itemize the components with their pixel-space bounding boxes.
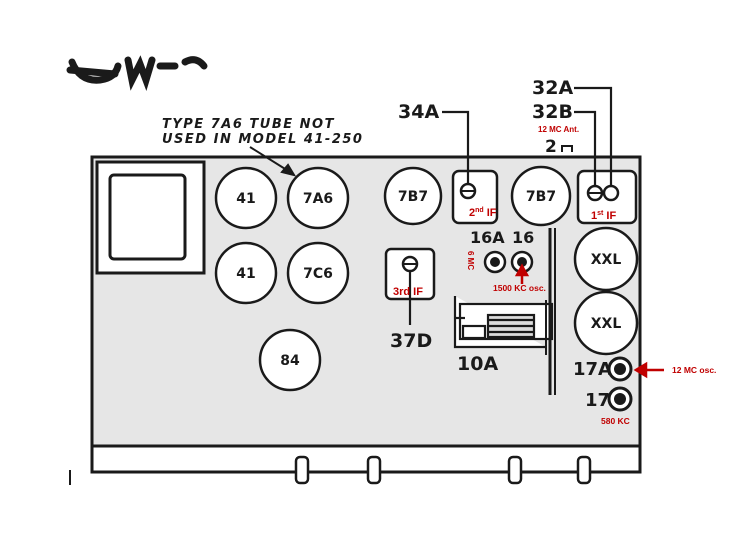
trimmer-17a [607,356,633,382]
leader-34a [442,110,470,184]
tube-label: 41 [236,266,255,282]
tube-label: 7B7 [398,189,428,205]
tube-7a6 [286,166,350,230]
if3-label: 3rd IF [393,286,423,298]
label-17a: 17A [573,359,612,380]
tube-label: 7B7 [526,189,556,205]
logo-fragment [66,55,208,91]
note-line-2: USED IN MODEL 41-250 [162,132,363,147]
note-arrow [249,146,297,177]
label-34a: 34A [398,101,439,123]
label-32b: 32B [532,101,573,123]
transformer-box [95,160,206,275]
label-17: 17 [585,390,610,411]
label-37d: 37D [390,330,432,352]
annotation-1500kc-osc: 1500 KC osc. [493,283,546,293]
tube-41-lower [214,241,278,305]
tube-41-upper [214,166,278,230]
tube-label: 41 [236,191,255,207]
tube-7b7-right [510,165,572,227]
tube-label: XXL [591,252,622,268]
tube-xxl-upper [573,226,639,292]
label-2: 2 [545,137,557,157]
note-line-1: TYPE 7A6 TUBE NOT [162,117,335,132]
tube-label: 84 [280,353,300,369]
annotation-580kc: 580 KC [601,416,630,426]
leader-32b [574,110,597,186]
trimmer-16 [510,250,534,274]
tuning-capacitor-10a [453,296,554,349]
tube-7c6 [286,241,350,305]
tube-label: 7C6 [303,266,333,282]
tube-label: 7A6 [303,191,333,207]
terminal-2 [561,145,573,152]
if1-label: 1st IF [591,210,616,222]
if3-transformer [384,247,436,325]
arrow-12mc-osc [633,361,664,379]
label-16: 16 [512,228,534,247]
trimmer-17 [607,386,633,412]
leader-32a [574,86,613,186]
chassis-feet [294,455,592,485]
if1-transformer [576,169,638,225]
annotation-12mc-osc: 12 MC osc. [672,365,716,375]
tube-84 [258,328,322,392]
annotation-12mc-ant: 12 MC Ant. [538,125,579,134]
chassis-lip [90,444,642,474]
label-32a: 32A [532,77,573,99]
arrow-1500kc [514,263,530,284]
tube-xxl-lower [573,290,639,356]
if2-transformer [451,169,499,225]
label-10a: 10A [457,353,498,375]
label-16a: 16A [470,228,505,247]
trimmer-16a [483,250,507,274]
if2-label: 2nd IF [469,207,497,219]
tube-7b7-left [383,166,443,226]
tube-label: XXL [591,316,622,332]
annotation-6mc: 6 MC [466,251,475,270]
